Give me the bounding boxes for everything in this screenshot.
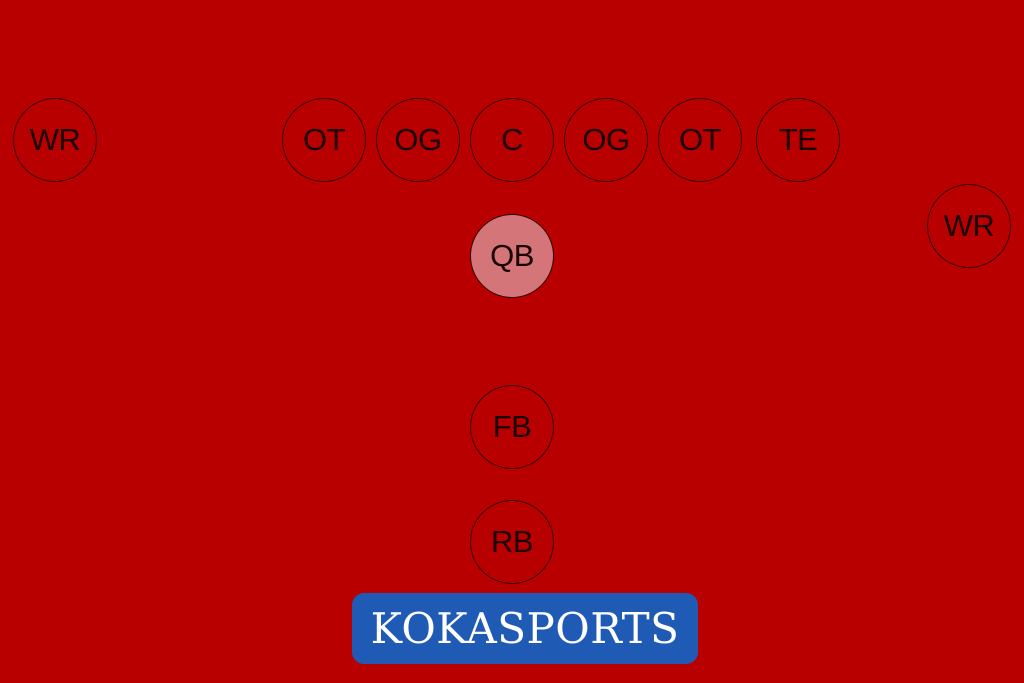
player-running-back: RB bbox=[470, 500, 554, 584]
player-label: WR bbox=[943, 208, 995, 243]
player-label: QB bbox=[490, 238, 534, 273]
player-quarterback: QB bbox=[470, 214, 554, 298]
player-offensive-guard-left: OG bbox=[376, 98, 460, 182]
player-label: OG bbox=[582, 122, 630, 157]
player-wide-receiver-left: WR bbox=[13, 98, 97, 182]
brand-name: KOKASPORTS bbox=[370, 604, 680, 653]
player-offensive-guard-right: OG bbox=[564, 98, 648, 182]
player-fullback: FB bbox=[470, 385, 554, 469]
player-label: FB bbox=[492, 409, 532, 444]
player-label: OT bbox=[302, 122, 346, 157]
player-label: WR bbox=[29, 122, 81, 157]
player-label: OG bbox=[394, 122, 442, 157]
player-offensive-tackle-left: OT bbox=[282, 98, 366, 182]
player-tight-end: TE bbox=[756, 98, 840, 182]
brand-logo: KOKASPORTS bbox=[352, 593, 698, 664]
player-label: TE bbox=[778, 122, 818, 157]
player-label: RB bbox=[490, 524, 534, 559]
player-label: C bbox=[501, 122, 523, 157]
player-offensive-tackle-right: OT bbox=[658, 98, 742, 182]
player-center: C bbox=[470, 98, 554, 182]
player-label: OT bbox=[678, 122, 722, 157]
player-wide-receiver-right: WR bbox=[927, 184, 1011, 268]
